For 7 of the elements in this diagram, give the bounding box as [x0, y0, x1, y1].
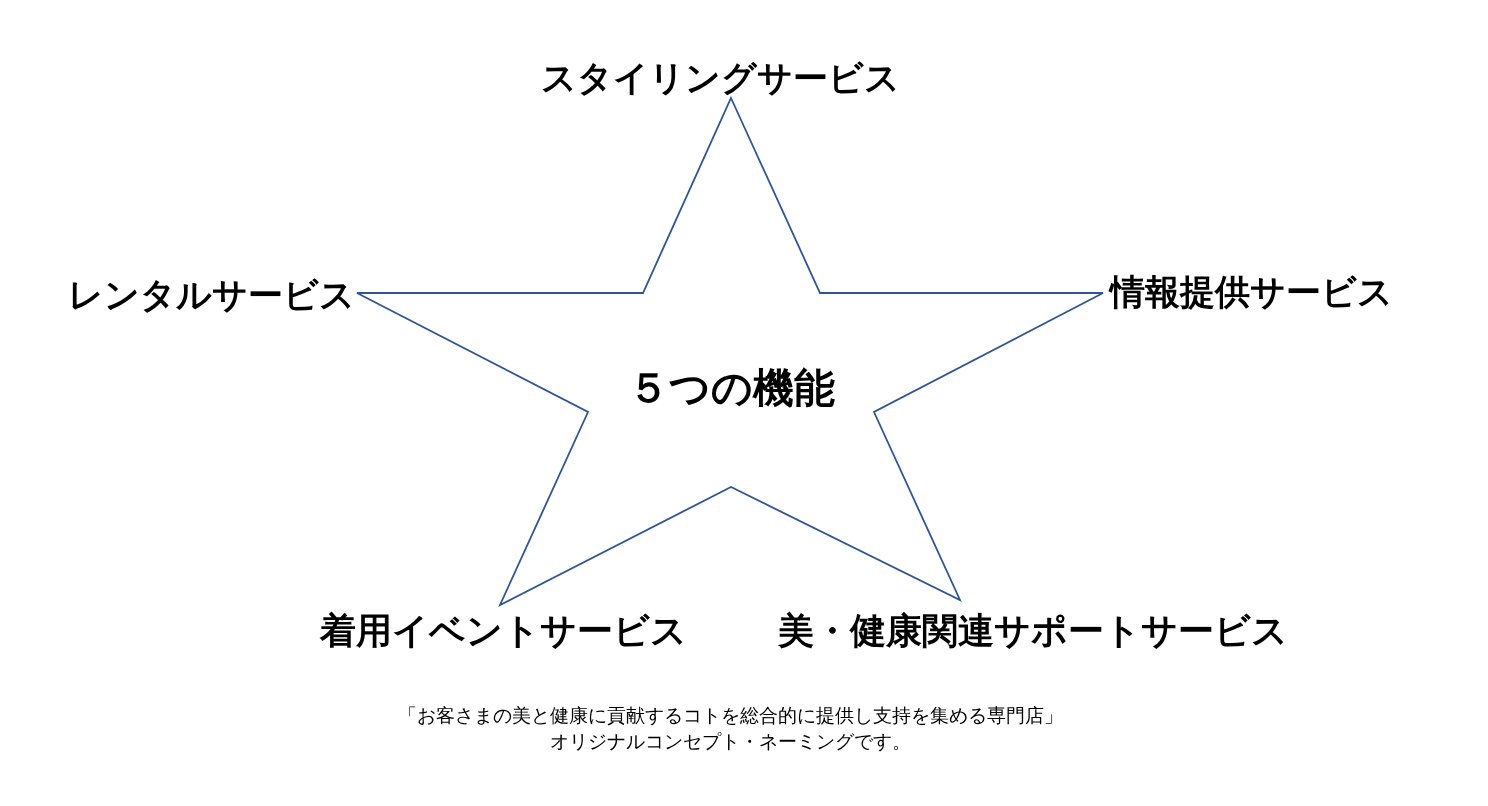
point-label: 美・健康関連サポートサービス — [778, 612, 1288, 648]
point-label: 情報提供サービス — [1110, 273, 1393, 309]
point-label: 着用イベントサービス — [320, 612, 687, 648]
caption: 「お客さまの美と健康に貢献するコトを総合的に提供し支持を集める専門店」オリジナルコンセプト・ネーミングです。 — [396, 703, 1064, 754]
point-label: スタイリングサービス — [540, 59, 900, 95]
star-title: ５つの機能 — [627, 368, 835, 409]
point-label: レンタルサービス — [68, 276, 355, 312]
